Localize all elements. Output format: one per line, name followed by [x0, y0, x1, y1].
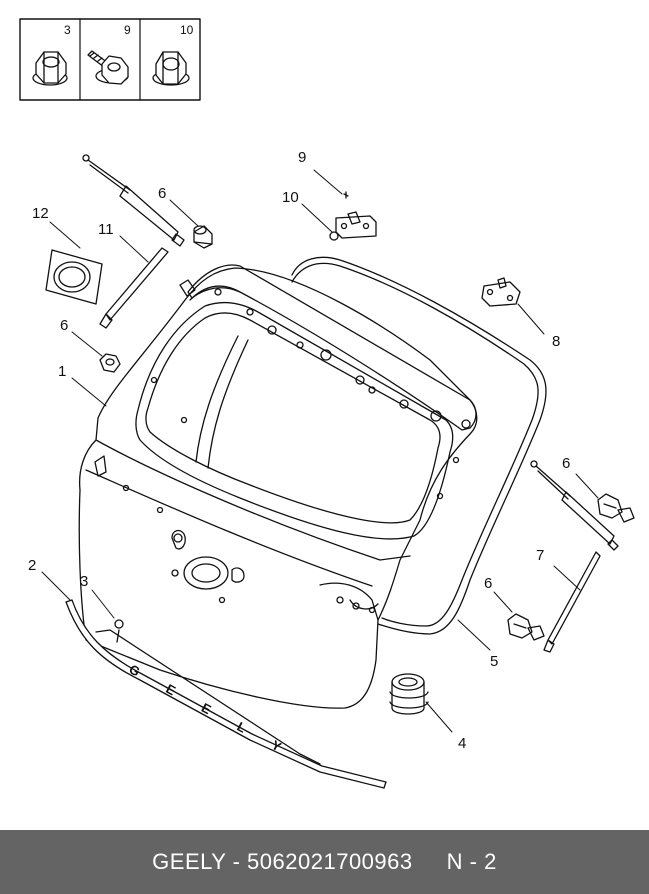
tailgate-panel: [78, 264, 478, 709]
callout-6-top: 6: [158, 185, 166, 202]
legend-number-3: 3: [64, 23, 71, 37]
gas-strut-left: [82, 154, 185, 329]
flange-bolt-icon: [87, 50, 129, 85]
callout-12: 12: [32, 205, 49, 222]
callout-9: 9: [298, 149, 306, 166]
ball-stud-top: [193, 225, 213, 249]
leader-lines: [41, 169, 599, 733]
flange-nut-icon: [152, 51, 190, 86]
hinge-upper: [329, 191, 377, 241]
legend-number-9: 9: [124, 23, 131, 37]
callout-numbers: 1 2 3 4 5 6 6 6 6 7 8 9 10 11 12: [28, 149, 570, 752]
ball-stud-right-lower: [507, 613, 545, 641]
part-number-label: GEELY - 5062021700963: [152, 849, 413, 874]
callout-10: 10: [282, 189, 299, 206]
grommet: [45, 249, 103, 305]
nut-left: [99, 353, 121, 373]
callout-1: 1: [58, 363, 66, 380]
callout-6-left: 6: [60, 317, 68, 334]
callout-6-right-lower: 6: [484, 575, 492, 592]
trim-strip: [65, 599, 387, 789]
weatherstrip-seal: [291, 256, 547, 635]
hinge-right: [481, 277, 521, 307]
gas-strut-right: [530, 460, 619, 653]
callout-6-right-upper: 6: [562, 455, 570, 472]
callout-2: 2: [28, 557, 36, 574]
callout-3: 3: [80, 573, 88, 590]
ball-stud-right-upper: [597, 493, 635, 523]
bump-stop: [389, 673, 429, 715]
callout-7: 7: [536, 547, 544, 564]
callout-11: 11: [98, 221, 114, 238]
flange-nut-icon: [32, 51, 68, 86]
page-label: N - 2: [446, 849, 497, 874]
fastener-legend: 3 9 10: [19, 18, 201, 101]
legend-number-10: 10: [180, 23, 194, 37]
callout-8: 8: [552, 333, 560, 350]
footer-bar: GEELY - 5062021700963 N - 2: [0, 830, 649, 894]
callout-5: 5: [490, 653, 498, 670]
clip: [114, 619, 124, 643]
tailgate-exploded-diagram: 3 9 10: [19, 18, 635, 789]
callout-4: 4: [458, 735, 466, 752]
